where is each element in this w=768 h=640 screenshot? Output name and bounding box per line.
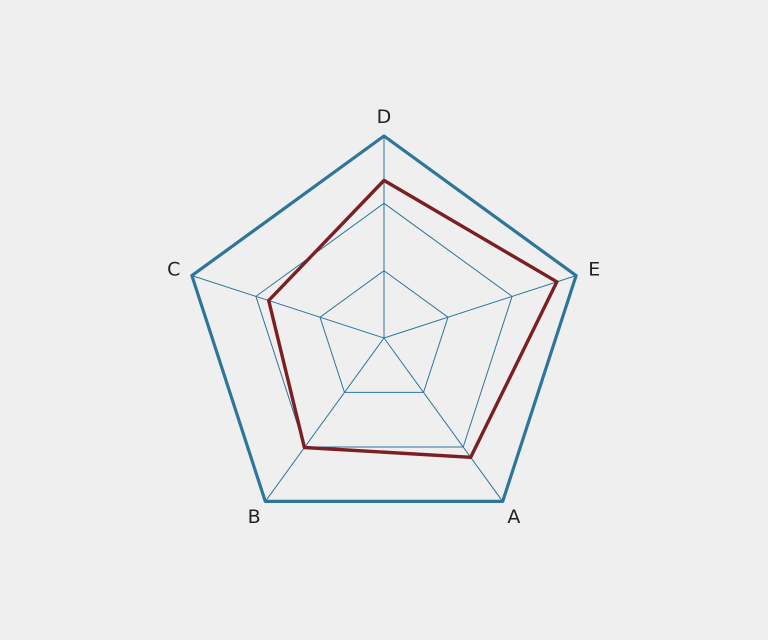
grid-ring-1 (319, 270, 449, 393)
axis-label-C: C (167, 259, 180, 281)
spoke-C (191, 275, 385, 339)
radar-series-group (267, 178, 559, 459)
radar-grid (255, 202, 513, 448)
radar-frame (190, 134, 578, 503)
axis-label-D: D (377, 106, 392, 128)
axis-label-A: A (507, 506, 520, 528)
series-line-1 (267, 178, 559, 459)
axis-label-E: E (588, 259, 600, 281)
radar-outer-frame (190, 134, 578, 503)
grid-ring-2 (255, 202, 513, 448)
spoke-A (383, 337, 504, 502)
axis-label-B: B (248, 506, 261, 528)
radar-axis-labels: A B C D E (167, 106, 600, 528)
radar-spokes (191, 136, 577, 502)
spoke-B (264, 337, 385, 502)
spoke-E (383, 275, 577, 339)
